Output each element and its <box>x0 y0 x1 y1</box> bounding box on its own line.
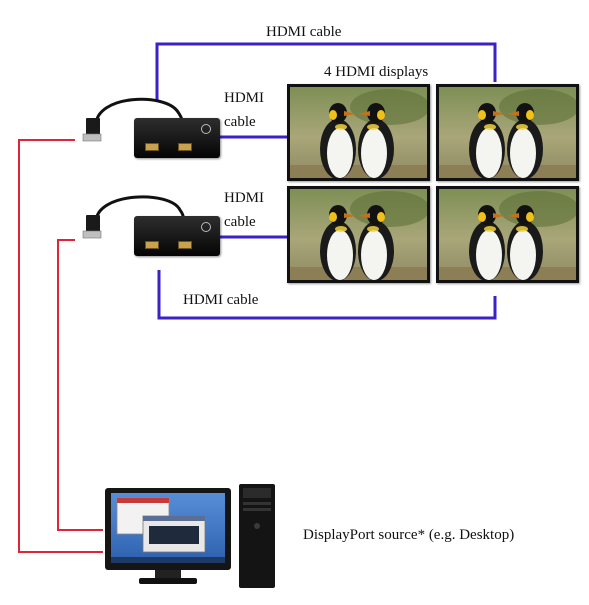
top-hdmi-cable <box>155 42 497 102</box>
brand-logo-icon <box>201 222 211 232</box>
penguin-wallpaper-icon <box>290 87 427 178</box>
lower-cable-label-line1: HDMI <box>224 190 264 206</box>
lower-cable-label-line2: cable <box>224 214 256 230</box>
lower-hdmi-splitter <box>134 216 220 256</box>
bottom-hdmi-cable <box>157 270 497 320</box>
source-label: DisplayPort source* (e.g. Desktop) <box>303 527 515 543</box>
penguin-wallpaper-icon <box>439 87 576 178</box>
hdmi-port <box>178 241 192 249</box>
upper-displayport-plug <box>82 118 102 142</box>
display-4 <box>436 186 579 283</box>
hdmi-port <box>145 241 159 249</box>
display-2 <box>436 84 579 181</box>
brand-logo-icon <box>201 124 211 134</box>
upper-cable-label-line2: cable <box>224 114 256 130</box>
displayport-cable-outer <box>18 139 103 553</box>
displayport-cable-inner <box>57 239 103 531</box>
bottom-cable-label: HDMI cable <box>183 292 259 308</box>
hdmi-port <box>145 143 159 151</box>
penguin-wallpaper-icon <box>290 189 427 280</box>
displays-title: 4 HDMI displays <box>324 64 429 80</box>
penguin-wallpaper-icon <box>439 189 576 280</box>
display-3 <box>287 186 430 283</box>
top-cable-label: HDMI cable <box>266 24 342 40</box>
upper-hdmi-splitter <box>134 118 220 158</box>
desktop-computer-icon <box>105 484 275 588</box>
upper-cable-label-line1: HDMI <box>224 90 264 106</box>
display-1 <box>287 84 430 181</box>
hdmi-port <box>178 143 192 151</box>
lower-displayport-plug <box>82 215 102 239</box>
